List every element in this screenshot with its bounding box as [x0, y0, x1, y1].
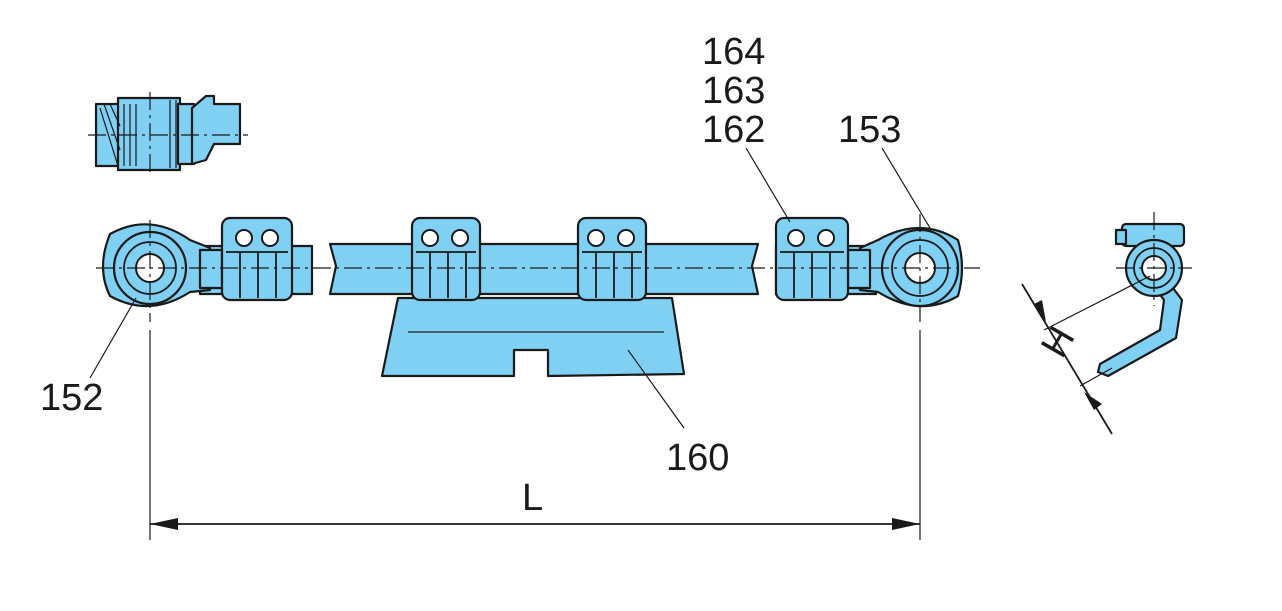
- leader-lines: [89, 147, 931, 429]
- side-view: [1096, 212, 1192, 378]
- clamp-162-164: [774, 216, 850, 302]
- dimension-l-label: L: [522, 477, 543, 519]
- label-164: 164: [702, 31, 765, 73]
- clamp-left: [220, 216, 294, 302]
- label-163: 163: [702, 70, 765, 112]
- support-bracket-160: [380, 216, 686, 378]
- label-152: 152: [40, 377, 103, 419]
- dimension-h-label: H: [1033, 320, 1083, 365]
- bearing-bush-detail: [88, 92, 248, 176]
- label-160: 160: [666, 437, 729, 479]
- label-162: 162: [702, 109, 765, 151]
- dimension-h: [1021, 275, 1151, 435]
- label-153: 153: [838, 109, 901, 151]
- dimension-l: [149, 330, 921, 540]
- tie-rod-assembly: [96, 214, 980, 378]
